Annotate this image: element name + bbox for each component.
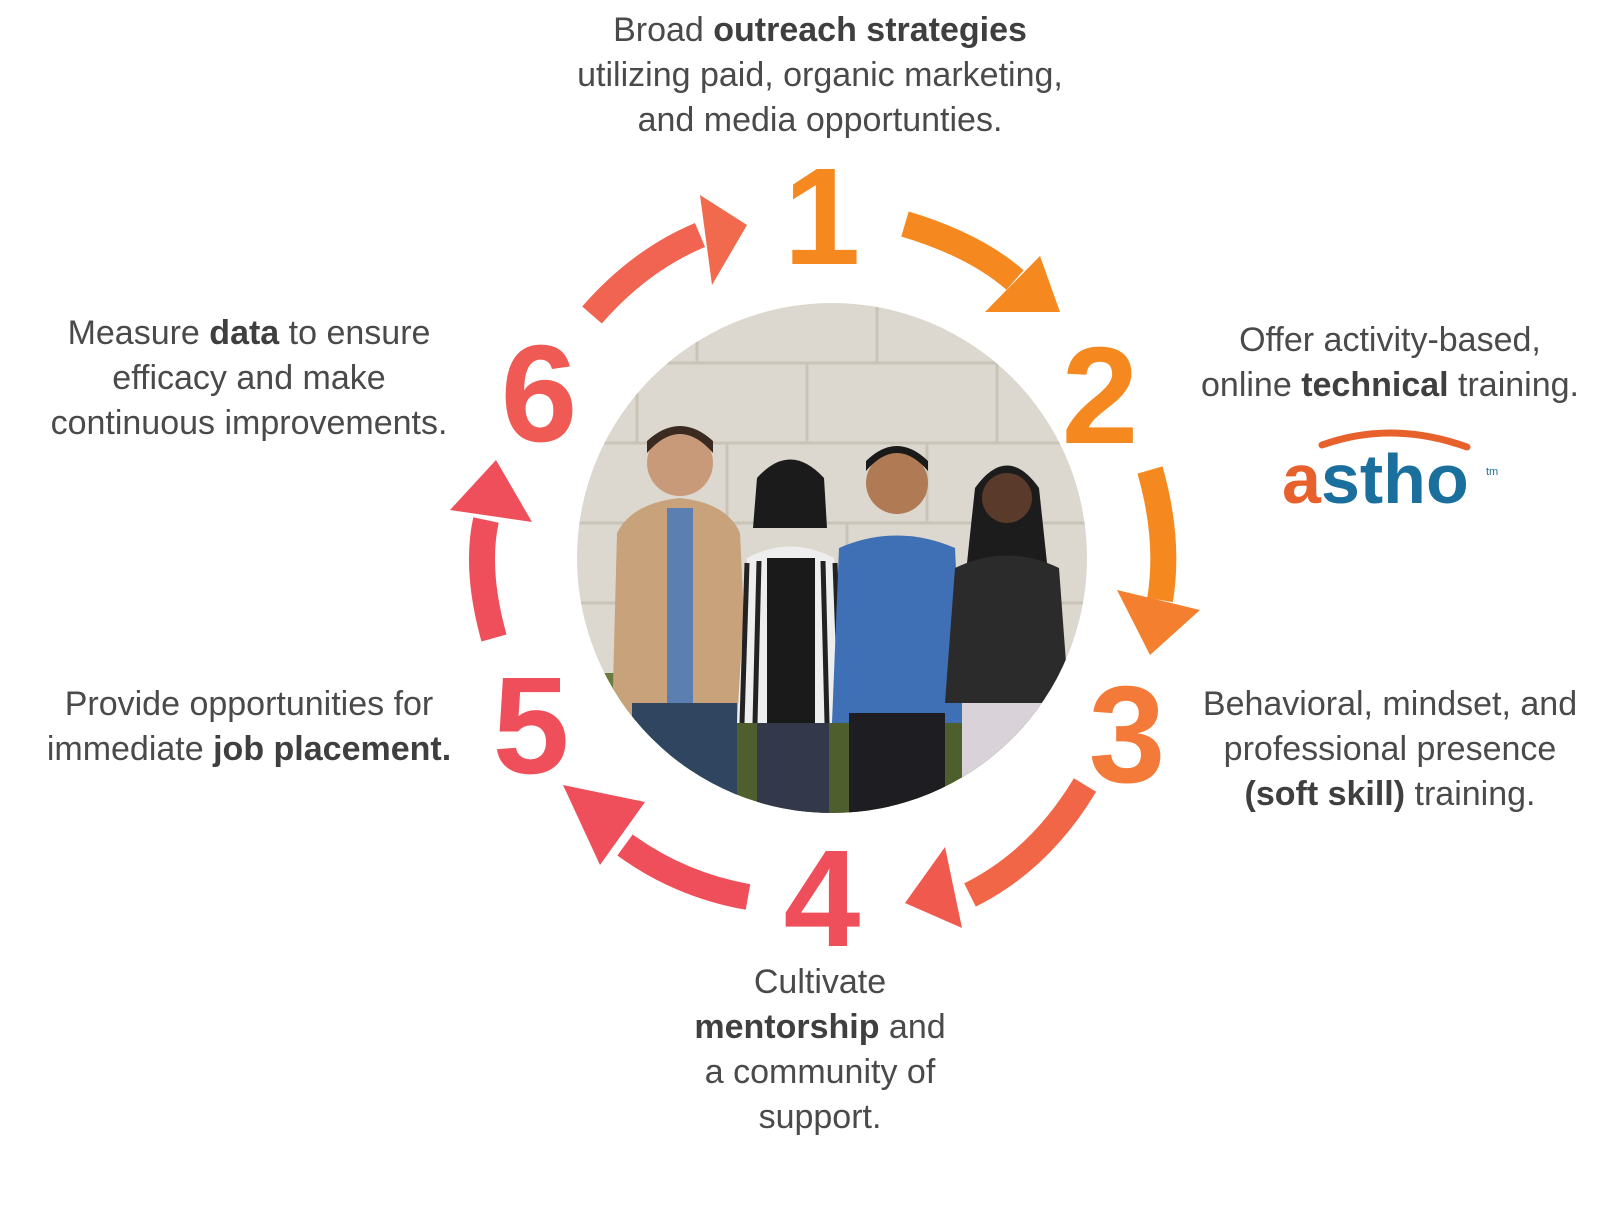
step-1-number: 1 [783, 140, 861, 294]
emphasis-text: outreach strategies [713, 11, 1027, 49]
astho-logo: astho tm [1282, 429, 1498, 515]
text-segment: to ensure [279, 314, 431, 352]
astho-logo-a: a [1282, 440, 1322, 515]
emphasis-text: (soft skill) [1244, 775, 1406, 813]
arrow-4-to-5 [617, 834, 751, 910]
text-segment: online [1201, 366, 1302, 404]
text-segment: utilizing paid, organic marketing, [577, 56, 1063, 94]
text-segment: Broad [613, 11, 714, 49]
text-segment: and [879, 1008, 946, 1046]
astho-logo-swoosh [1318, 429, 1471, 451]
arrowhead-4-to-5 [563, 785, 645, 865]
step-5-text: Provide opportunities for immediate job p… [14, 682, 484, 772]
astho-logo-tm: tm [1486, 466, 1498, 478]
step-2-text: Offer activity-based, online technical tr… [1170, 318, 1610, 408]
text-segment: efficacy and make [112, 359, 386, 397]
group-photo [577, 303, 1087, 813]
step-5-number: 5 [492, 649, 570, 803]
step-4-number: 4 [783, 822, 861, 976]
text-segment: and media opportunties. [637, 101, 1003, 139]
emphasis-text: data [209, 314, 280, 352]
emphasis-text: mentorship [694, 1008, 880, 1046]
step-3-text: Behavioral, mindset, and professional pre… [1170, 682, 1610, 817]
step-6-number: 6 [500, 317, 578, 471]
arrow-5-to-6 [468, 517, 507, 642]
step-3-number: 3 [1088, 658, 1166, 812]
arrowhead-2-to-3 [1117, 590, 1200, 655]
text-segment: a community of [704, 1053, 936, 1091]
arrowhead-5-to-6 [450, 460, 532, 522]
text-segment: training. [1448, 366, 1579, 404]
arrowhead-3-to-4 [905, 847, 962, 928]
text-segment: Offer activity-based, [1239, 321, 1541, 359]
arrow-2-to-3 [1137, 466, 1177, 603]
arrow-6-to-1 [582, 223, 706, 324]
text-segment: Provide opportunities for [64, 685, 434, 723]
arrow-3-to-4 [964, 778, 1097, 907]
text-segment: Measure [67, 314, 210, 352]
svg-text:astho: astho [1282, 440, 1469, 515]
group-photo-illustration [577, 303, 1087, 813]
emphasis-text: technical [1301, 366, 1449, 404]
text-segment: support. [758, 1098, 882, 1136]
step-2-number: 2 [1061, 319, 1139, 473]
step-4-text: Cultivate mentorship and a community of sup… [620, 960, 1020, 1140]
astho-logo-stho: stho [1321, 440, 1469, 515]
text-segment: Behavioral, mindset, and [1202, 685, 1578, 723]
step-6-text: Measure data to ensure efficacy and make c… [14, 311, 484, 446]
arrow-1-to-2 [901, 211, 1024, 290]
arrowhead-1-to-2 [985, 256, 1060, 312]
text-segment: training. [1405, 775, 1536, 813]
arrowhead-6-to-1 [700, 195, 747, 285]
text-segment: Cultivate [753, 963, 887, 1001]
text-segment: immediate [46, 730, 214, 768]
text-segment: professional presence [1223, 730, 1557, 768]
text-segment: continuous improvements. [50, 404, 448, 442]
step-1-text: Broad outreach strategies utilizing paid,… [500, 8, 1140, 143]
emphasis-text: job placement. [213, 730, 452, 768]
